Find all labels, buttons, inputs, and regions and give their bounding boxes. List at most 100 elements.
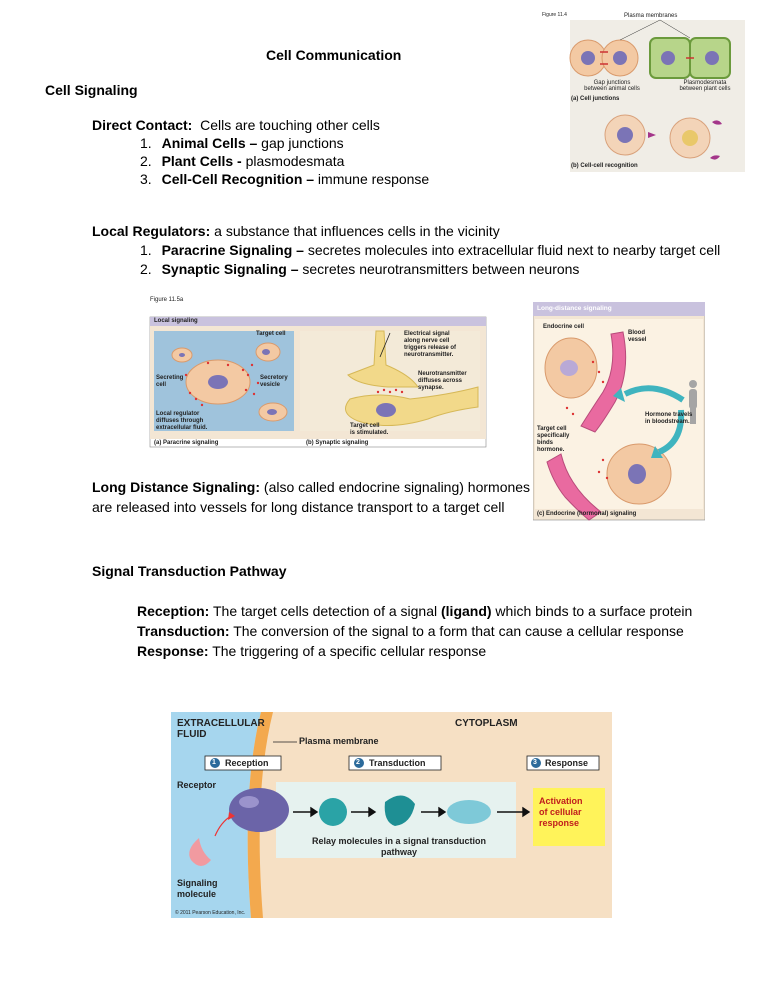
list-item: 2. Plant Cells - plasmodesmata [140, 151, 344, 171]
section-heading-cell-signaling: Cell Signaling [45, 82, 138, 98]
list-item: 2. Synaptic Signaling – secretes neurotr… [140, 259, 579, 279]
label-plasma-membrane: Plasma membrane [299, 736, 379, 746]
caption-cell-recognition: (b) Cell-cell recognition [571, 163, 638, 169]
label-line: Local regulator [156, 411, 200, 417]
direct-contact-desc: Cells are touching other cells [192, 117, 380, 133]
label-line: Relay molecules in a signal transduction [311, 836, 487, 846]
list-desc: secretes molecules into extracellular fl… [303, 242, 721, 258]
label-line: Blood [628, 330, 645, 336]
local-regulators-desc: a substance that influences cells in the… [210, 223, 500, 239]
direct-contact-term: Direct Contact: [92, 117, 193, 133]
list-number: 1. [140, 135, 152, 151]
desc: The conversion of the signal to a form t… [229, 623, 684, 639]
label-secretory-vesicle: Secretory vesicle [260, 375, 288, 389]
list-number: 2. [140, 153, 152, 169]
list-item: 1. Animal Cells – gap junctions [140, 133, 344, 153]
label-line: cell [156, 382, 167, 388]
label-receptor: Receptor [177, 780, 217, 790]
label-target-stimulated: Target cell is stimulated. [350, 423, 388, 437]
label-line: between plant cells [679, 86, 731, 92]
caption-cell-junctions: (a) Cell junctions [571, 96, 620, 102]
term: Reception: [137, 603, 210, 619]
list-desc: gap junctions [257, 135, 344, 151]
label-line: diffuses across [418, 378, 463, 384]
label-line: Electrical signal [404, 331, 450, 337]
label-line: EXTRACELLULAR [177, 718, 265, 729]
page-title: Cell Communication [266, 47, 402, 63]
label-line: Neurotransmitter [418, 371, 467, 377]
figure-number: Figure 11.4 [542, 12, 567, 18]
transduction-line: Transduction: The conversion of the sign… [137, 621, 684, 641]
label-line: Secreting [156, 375, 184, 381]
long-distance-line-1: Long Distance Signaling: (also called en… [92, 477, 530, 497]
label-cytoplasm: CYTOPLASM [455, 718, 518, 729]
label-target-cell: Target cell specifically binds hormone. [537, 426, 569, 454]
step-number-3: 3 [533, 759, 537, 766]
copyright: © 2011 Pearson Education, Inc. [175, 910, 246, 916]
label-line: pathway [380, 847, 417, 857]
label-line: Secretory [260, 375, 288, 381]
response-line: Response: The triggering of a specific c… [137, 641, 486, 661]
local-regulators-line: Local Regulators: a substance that influ… [92, 221, 500, 241]
label-line: synapse. [418, 385, 444, 391]
label-line: between animal cells [584, 86, 640, 92]
label-line: vesicle [260, 382, 281, 388]
list-desc: secretes neurotransmitters between neuro… [298, 261, 580, 277]
list-number: 2. [140, 261, 152, 277]
list-item: 1. Paracrine Signaling – secretes molecu… [140, 240, 720, 260]
panel-title: Long-distance signaling [537, 305, 612, 312]
long-distance-term: Long Distance Signaling: [92, 479, 261, 495]
list-term: Animal Cells – [161, 135, 258, 151]
label-relay-molecules: Relay molecules in a signal transduction… [291, 836, 507, 858]
desc: The triggering of a specific cellular re… [208, 643, 487, 659]
caption-paracrine: (a) Paracrine signaling [154, 440, 219, 446]
label-neurotransmitter: Neurotransmitter diffuses across synapse… [418, 371, 467, 392]
step-number-1: 1 [212, 759, 216, 766]
label-line: Gap junctions [593, 80, 631, 86]
caption-endocrine: (c) Endocrine (hormonal) signaling [537, 511, 637, 517]
label-line: Activation [539, 796, 583, 806]
step-number-2: 2 [356, 759, 360, 766]
list-desc: plasmodesmata [241, 153, 345, 169]
label-line: Plasmodesmata [683, 80, 727, 86]
desc: The target cells detection of a signal [209, 603, 441, 619]
label-line: triggers release of [404, 345, 457, 351]
label-activation: Activation of cellular response [539, 796, 583, 829]
label-line: diffuses through [156, 418, 204, 424]
label-line: Target cell [350, 423, 380, 429]
step-response-label: Response [545, 758, 589, 768]
long-distance-desc: (also called endocrine signaling) hormon… [260, 479, 531, 495]
caption-synaptic: (b) Synaptic signaling [306, 440, 369, 446]
label-extracellular-fluid: EXTRACELLULAR FLUID [177, 718, 265, 740]
step-reception-label: Reception [225, 758, 269, 768]
direct-contact-line: Direct Contact: Cells are touching other… [92, 115, 380, 135]
label-line: response [539, 818, 580, 828]
label-endocrine-cell: Endocrine cell [543, 324, 585, 330]
list-term: Synaptic Signaling – [161, 261, 299, 277]
local-regulators-term: Local Regulators: [92, 223, 211, 239]
label-target-cell: Target cell [256, 331, 286, 337]
label-gap-junctions: Gap junctions between animal cells [582, 80, 642, 92]
label-line: is stimulated. [350, 430, 389, 436]
list-item: 3. Cell-Cell Recognition – immune respon… [140, 169, 429, 189]
step-transduction-label: Transduction [369, 758, 426, 768]
label-line: vessel [628, 337, 647, 343]
label-line: Signaling [177, 878, 218, 888]
list-term: Cell-Cell Recognition – [161, 171, 315, 187]
label-local-regulator: Local regulator diffuses through extrace… [156, 411, 207, 432]
label-line: extracellular fluid. [156, 425, 208, 431]
reception-line: Reception: The target cells detection of… [137, 601, 692, 621]
label-line: binds [537, 440, 553, 446]
list-desc: immune response [314, 171, 430, 187]
list-number: 3. [140, 171, 152, 187]
list-number: 1. [140, 242, 152, 258]
term: Transduction: [137, 623, 230, 639]
label-plasmodesmata: Plasmodesmata between plant cells [670, 80, 740, 92]
figure-number: Figure 11.5a [150, 297, 184, 303]
label-line: in bloodstream. [645, 419, 690, 425]
label-blood-vessel: Blood vessel [628, 330, 646, 344]
label-line: of cellular [539, 807, 582, 817]
label-line: Hormone travels [645, 412, 693, 418]
term: Response: [137, 643, 209, 659]
long-distance-line-2: are released into vessels for long dista… [92, 499, 505, 515]
